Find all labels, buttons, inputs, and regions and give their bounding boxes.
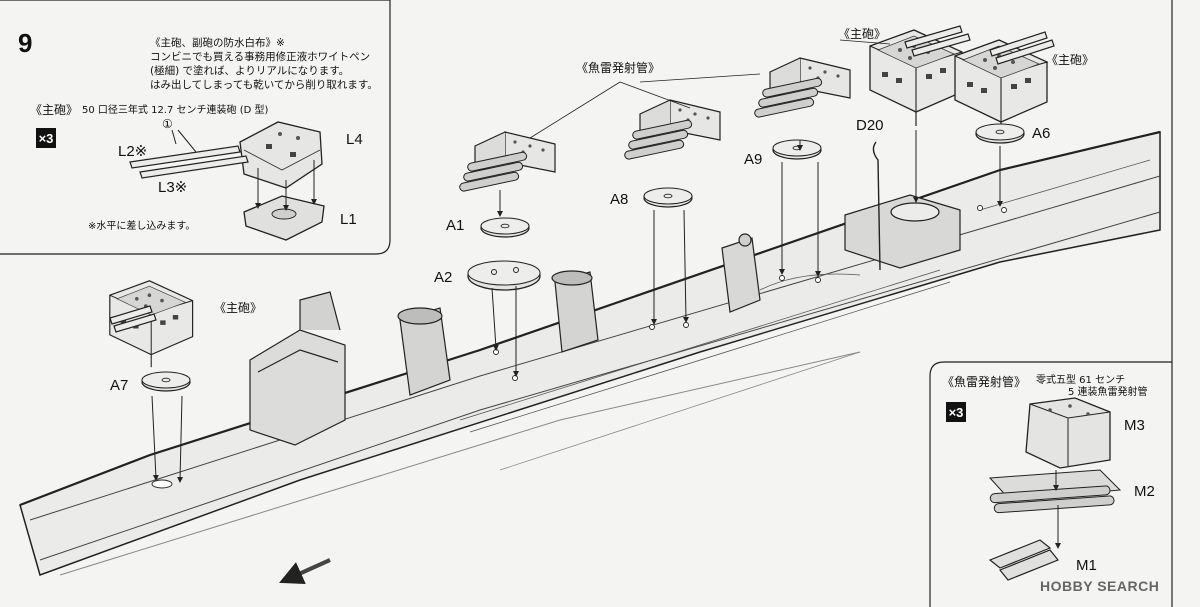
main-gun-callout-3: 《主砲》: [214, 301, 263, 315]
mast: [721, 233, 761, 313]
torpedo-inset-spec-2: 5 連装魚雷発射管: [1068, 387, 1148, 398]
watermark: HOBBY SEARCH: [1040, 578, 1160, 594]
disc-a1: [480, 217, 530, 238]
gun-inset-spec: 50 口径三年式 12.7 センチ連装砲 (D 型): [82, 105, 269, 116]
part-label-l2: L2※: [118, 143, 148, 160]
part-label-a1: A1: [446, 217, 465, 234]
gun-inset-title: 《主砲》: [30, 103, 79, 117]
aft-structure: [844, 194, 961, 269]
part-label-a7: A7: [110, 377, 129, 394]
inset-torpedo-m2: [988, 469, 1122, 514]
note-line-2: コンビニでも買える事務用修正液ホワイトペン: [150, 51, 371, 63]
part-label-a2: A2: [434, 269, 453, 286]
destroyer-hull: [19, 130, 1161, 576]
turret-main-2: [954, 39, 1048, 137]
part-label-m1: M1: [1076, 557, 1097, 574]
torpedo-tubes-a1: [458, 131, 556, 193]
torpedo-tubes-a9: [753, 57, 851, 119]
step-number: 9: [18, 28, 33, 58]
torpedo-qty-badge: ×3: [946, 402, 966, 422]
part-label-d20: D20: [856, 117, 884, 134]
disc-a7: [141, 371, 191, 392]
disc-a2: [467, 260, 541, 291]
main-gun-callout-2: 《主砲》: [1046, 53, 1095, 67]
insert-note: ※水平に差し込みます。: [88, 221, 196, 232]
disc-a9: [772, 139, 822, 160]
torpedo-inset-spec-1: 零式五型 61 センチ: [1036, 375, 1126, 386]
circled-one-marker: ①: [162, 117, 173, 131]
funnel-2: [551, 270, 599, 353]
main-gun-callout-1: 《主砲》: [838, 27, 887, 41]
inset-turret-l4: [239, 121, 323, 189]
part-label-l4: L4: [346, 131, 363, 148]
inset-barrels: [129, 145, 249, 179]
gun-qty-badge: ×3: [36, 128, 56, 148]
inset-base-l1: [243, 195, 325, 241]
part-label-a6: A6: [1032, 125, 1051, 142]
inset-torpedo-m3: [1025, 397, 1111, 469]
part-label-m3: M3: [1124, 417, 1145, 434]
torpedo-tubes-callout: 《魚雷発射管》: [576, 61, 661, 75]
torpedo-inset-title: 《魚雷発射管》: [942, 375, 1027, 389]
part-d20: [872, 141, 881, 271]
part-label-l3: L3※: [158, 179, 188, 196]
torpedo-tubes-a8: [623, 99, 721, 161]
paint-note: 《主砲、副砲の防水白布》※ コンビニでも買える事務用修正液ホワイトペン (極細)…: [150, 36, 380, 92]
part-label-m2: M2: [1134, 483, 1155, 500]
note-line-4: はみ出してしまっても乾いてから削り取れます。: [150, 79, 378, 91]
part-label-a9: A9: [744, 151, 763, 168]
bridge: [249, 291, 346, 446]
disc-a6: [975, 123, 1025, 144]
note-line-1: 《主砲、副砲の防水白布》※: [150, 37, 285, 49]
part-label-l1: L1: [340, 211, 357, 228]
inset-torpedo-m1: [988, 539, 1059, 581]
funnel-1: [397, 307, 451, 396]
disc-a8: [643, 187, 693, 208]
note-line-3: (極細) で塗れば、よりリアルになります。: [150, 65, 350, 77]
part-label-a8: A8: [610, 191, 629, 208]
